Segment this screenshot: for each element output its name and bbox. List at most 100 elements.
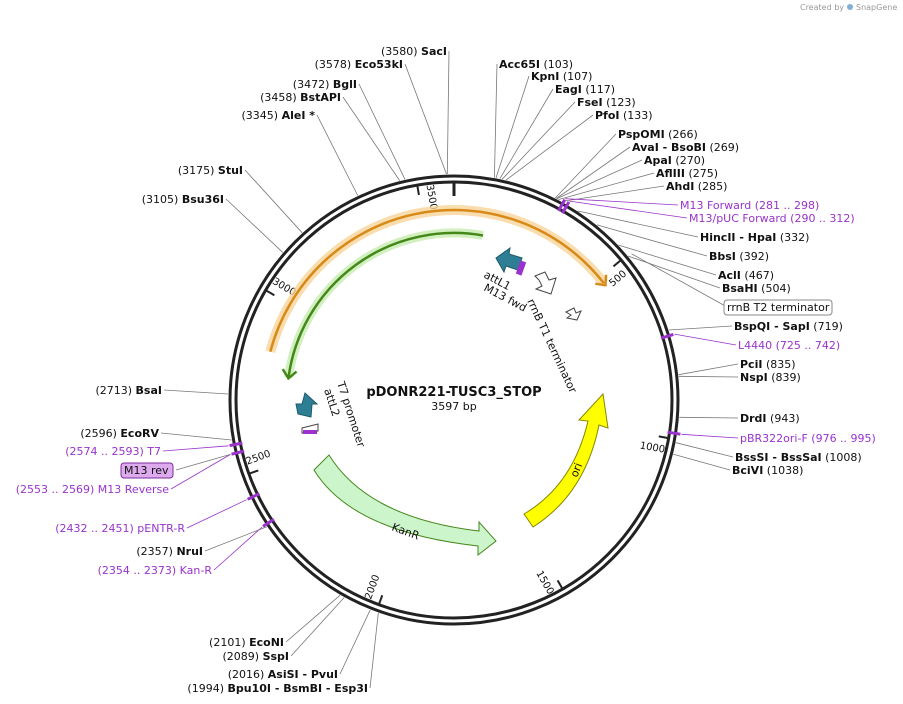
- site-name: EcoNI: [249, 636, 284, 649]
- restriction-site[interactable]: (1994) Bpu10I - BsmBI - Esp3I: [187, 682, 368, 695]
- restriction-site[interactable]: (2357) NruI: [136, 545, 203, 558]
- site-name: AclI: [718, 269, 741, 282]
- primer[interactable]: L4440 (725 .. 742): [738, 339, 840, 352]
- site-position: (2596): [80, 427, 120, 440]
- m13-fwd-primer-icon: [515, 260, 527, 276]
- primer-leader-line: [170, 454, 231, 490]
- site-name: FseI: [577, 96, 603, 109]
- restriction-site[interactable]: HincII - HpaI (332): [700, 231, 809, 244]
- site-name: BsaI: [136, 384, 162, 397]
- restriction-site[interactable]: BsaHI (504): [722, 282, 791, 295]
- snapgene-logo-icon: [847, 4, 853, 10]
- site-position: (3580): [381, 45, 421, 58]
- site-position: (467): [741, 269, 774, 282]
- restriction-site[interactable]: (2713) BsaI: [95, 384, 162, 397]
- site-position: (943): [767, 412, 800, 425]
- site-position: (835): [762, 358, 795, 371]
- primer[interactable]: M13 Forward (281 .. 298): [680, 199, 819, 212]
- restriction-site[interactable]: (2089) SspI: [222, 650, 289, 663]
- restriction-site[interactable]: AhdI (285): [666, 180, 727, 193]
- restriction-site[interactable]: (3578) Eco53kI: [315, 58, 403, 71]
- restriction-site[interactable]: BciVI (1038): [732, 464, 803, 477]
- restriction-site-labels: (3580) SacI(3578) Eco53kI (3472) BglI(345…: [80, 45, 861, 695]
- restriction-site[interactable]: (3458) BstAPI: [260, 91, 341, 104]
- restriction-site[interactable]: (2101) EcoNI: [209, 636, 284, 649]
- rrnb-t1-terminator-arrow: [534, 271, 557, 295]
- callout-label[interactable]: rrnB T2 terminator: [727, 301, 830, 314]
- restriction-site[interactable]: DrdI (943): [740, 412, 800, 425]
- site-position: (839): [768, 371, 801, 384]
- site-position: (3578): [315, 58, 355, 71]
- site-position: (123): [603, 96, 636, 109]
- site-position: (107): [559, 70, 592, 83]
- restriction-site[interactable]: (3580) SacI: [381, 45, 447, 58]
- restriction-site[interactable]: PfoI (133): [595, 109, 653, 122]
- site-name: Bpu10I - BsmBI - Esp3I: [228, 682, 369, 695]
- restriction-site[interactable]: AclI (467): [718, 269, 774, 282]
- site-position: (2016): [228, 668, 268, 681]
- callout-leader-line: [175, 454, 231, 471]
- site-name: BbsI: [709, 250, 736, 263]
- primer[interactable]: M13/pUC Forward (290 .. 312): [689, 212, 855, 225]
- site-position: (2089): [222, 650, 262, 663]
- primer-name: M13/pUC Forward: [689, 212, 787, 225]
- site-position: (2357): [136, 545, 176, 558]
- plasmid-size: 3597 bp: [431, 400, 476, 413]
- site-position: (133): [620, 109, 653, 122]
- site-leader-line: [342, 96, 401, 181]
- site-name: SspI: [263, 650, 289, 663]
- primer[interactable]: (2432 .. 2451) pENTR-R: [55, 522, 185, 535]
- restriction-site[interactable]: (2596) EcoRV: [80, 427, 159, 440]
- primer-name: pBR322ori-F: [740, 432, 808, 445]
- site-name: EagI: [555, 83, 582, 96]
- primer-range: (976 .. 995): [808, 432, 876, 445]
- restriction-site[interactable]: EagI (117): [555, 83, 615, 96]
- primer-marker: [557, 198, 567, 212]
- site-leader-line: [446, 50, 450, 175]
- restriction-site[interactable]: (2016) AsiSI - PvuI: [228, 668, 338, 681]
- restriction-site[interactable]: ApaI (270): [644, 154, 705, 167]
- restriction-site[interactable]: PciI (835): [740, 358, 796, 371]
- restriction-site[interactable]: NspI (839): [740, 371, 801, 384]
- site-name: PspOMI: [618, 128, 665, 141]
- site-leader-line: [618, 244, 717, 276]
- restriction-site[interactable]: BspQI - SapI (719): [734, 320, 843, 333]
- site-position: (269): [706, 141, 739, 154]
- restriction-site[interactable]: (3175) StuI: [178, 164, 243, 177]
- primer-range: (281 .. 298): [751, 199, 819, 212]
- site-leader-line: [561, 185, 665, 202]
- site-leader-line: [505, 114, 594, 181]
- restriction-site[interactable]: BbsI (392): [709, 250, 769, 263]
- primer-leader-line: [674, 333, 737, 346]
- restriction-site[interactable]: (3472) BglI: [293, 78, 357, 91]
- primer[interactable]: pBR322ori-F (976 .. 995): [740, 432, 876, 445]
- restriction-site[interactable]: BssSI - BssSaI (1008): [735, 451, 862, 464]
- restriction-site[interactable]: KpnI (107): [531, 70, 592, 83]
- ruler-tick-label: 1500: [533, 569, 555, 597]
- restriction-site[interactable]: PspOMI (266): [618, 128, 698, 141]
- primer-leader-line: [565, 198, 679, 206]
- orange-feature-arc-core: [269, 208, 605, 353]
- green-feature-arc-core: [287, 231, 484, 378]
- restriction-site[interactable]: (3345) AleI *: [242, 109, 316, 122]
- primer[interactable]: (2354 .. 2373) Kan-R: [98, 564, 213, 577]
- site-name: AvaI - BsoBI: [632, 141, 706, 154]
- primer-labels: M13 Forward (281 .. 298)M13/pUC Forward …: [16, 199, 876, 577]
- site-name: NspI: [740, 371, 768, 384]
- restriction-site[interactable]: AflIII (275): [656, 167, 718, 180]
- callout-label[interactable]: M13 rev: [124, 464, 169, 477]
- restriction-site[interactable]: Acc65I (103): [499, 58, 573, 71]
- primer-range: (2574 .. 2593): [65, 445, 147, 458]
- ori-feature-arrow: [523, 392, 609, 528]
- t7-promoter-icon: [301, 423, 319, 434]
- restriction-site[interactable]: AvaI - BsoBI (269): [632, 141, 739, 154]
- site-name: BstAPI: [300, 91, 341, 104]
- restriction-site[interactable]: (3105) Bsu36I: [142, 193, 224, 206]
- primer[interactable]: (2553 .. 2569) M13 Reverse: [16, 483, 169, 496]
- primer-markers: [229, 198, 681, 528]
- primer[interactable]: (2574 .. 2593) T7: [65, 445, 161, 458]
- primer-leader-line: [186, 499, 247, 529]
- site-position: (1008): [822, 451, 862, 464]
- primer-marker: [667, 430, 681, 436]
- restriction-site[interactable]: FseI (123): [577, 96, 636, 109]
